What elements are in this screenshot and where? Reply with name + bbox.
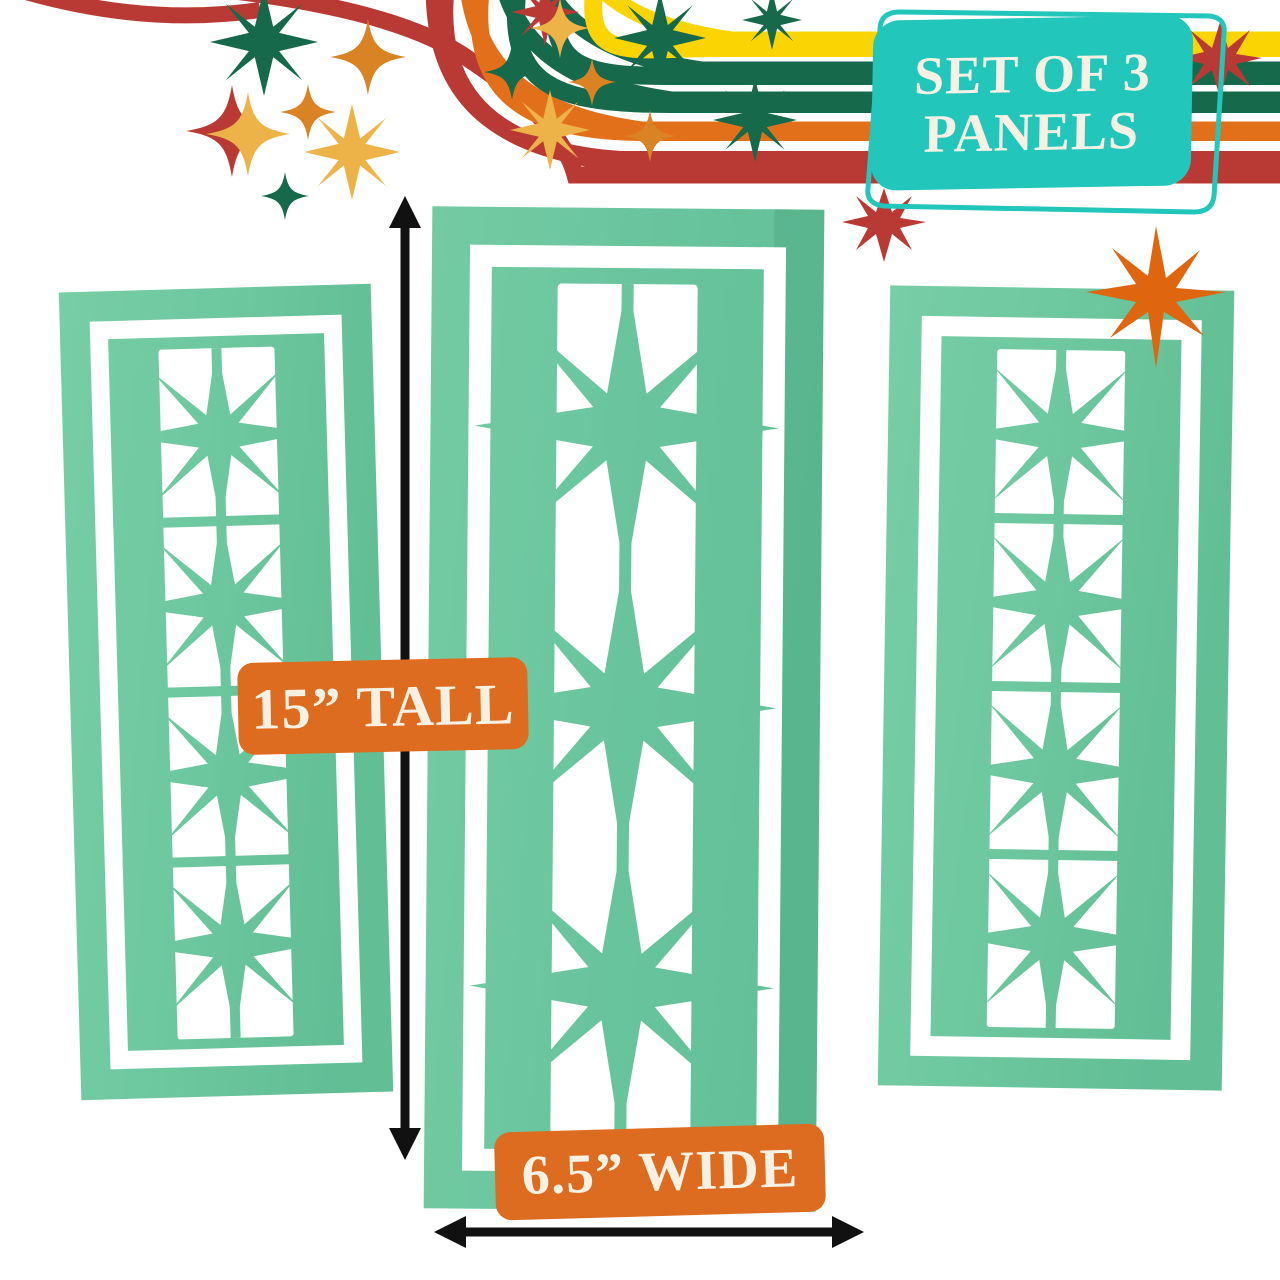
set-badge-line-2: PANELS	[923, 100, 1140, 164]
width-badge[interactable]: 6.5” WIDE	[493, 1123, 827, 1221]
set-of-3-badge[interactable]: SET OF 3 PANELS	[870, 15, 1194, 191]
panel-right	[869, 277, 1243, 1103]
panel-left	[48, 273, 406, 1113]
height-badge-label: 15” TALL	[250, 670, 516, 742]
rainbow-arc-topleft	[25, 0, 262, 24]
arrowhead-left	[434, 1216, 466, 1248]
height-badge[interactable]: 15” TALL	[237, 656, 529, 756]
arrowhead-up	[389, 196, 421, 228]
rainbow-fan-lower	[435, 0, 1280, 169]
arrowhead-down	[389, 1128, 421, 1160]
set-badge-outline-stroke	[865, 9, 1227, 215]
width-badge-label: 6.5” WIDE	[520, 1137, 800, 1207]
arrowhead-right	[832, 1216, 864, 1248]
panel-center	[415, 198, 833, 1222]
width-measure-arrow	[434, 1216, 864, 1248]
starburst-orange-accent	[1086, 226, 1226, 368]
set-badge-line-1: SET OF 3	[913, 41, 1152, 106]
